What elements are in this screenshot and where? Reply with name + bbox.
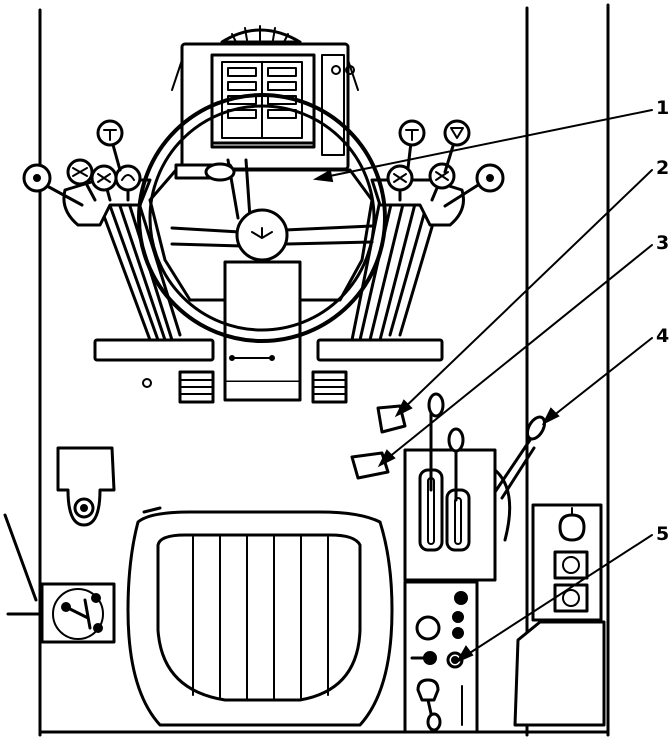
- lever-knob-right-1: [475, 163, 505, 193]
- callout-3: 3: [656, 232, 669, 254]
- leader-2: [394, 169, 653, 418]
- steering-console: [148, 168, 374, 402]
- lever-knob-left-3: [90, 164, 118, 192]
- floor-pedals: [93, 338, 444, 404]
- gauge-cluster-right: [267, 67, 297, 119]
- floor-pads: [350, 404, 407, 480]
- callout-1: 1: [656, 97, 669, 119]
- right-side-cabinet: [513, 503, 606, 727]
- lever-knob-right-4: [398, 119, 426, 147]
- lever-knob-left-1: [22, 163, 52, 193]
- right-control-levers: [350, 119, 505, 342]
- leader-3: [377, 244, 653, 468]
- callout-leaders: [312, 109, 653, 664]
- steering-wheel: [137, 93, 387, 343]
- leader-5: [455, 534, 653, 664]
- leader-1: [312, 109, 653, 183]
- parking-brake-lever: [493, 415, 547, 500]
- callout-numbers: 1 2 3 4 5: [656, 97, 669, 545]
- lever-knob-left-5: [96, 119, 124, 147]
- instrument-panel: [171, 25, 359, 171]
- lever-knob-left-2: [66, 158, 94, 186]
- seat-cushion-ribs: [192, 535, 329, 701]
- cab-frame: [3, 3, 610, 737]
- lever-knob-left-4: [114, 164, 142, 192]
- left-wall-bracket: [56, 446, 116, 527]
- lever-knob-right-3: [386, 164, 414, 192]
- leader-4: [541, 337, 653, 426]
- left-switch-plate: [40, 582, 116, 644]
- floor-pad-lower: [350, 451, 390, 480]
- lever-knob-right-2: [428, 162, 456, 190]
- left-control-levers: [22, 119, 182, 342]
- operator-seat: [126, 506, 394, 727]
- lever-knob-right-5: [443, 119, 471, 147]
- shift-console: [403, 392, 512, 582]
- callout-4: 4: [656, 325, 669, 347]
- callout-5: 5: [656, 523, 669, 545]
- callout-2: 2: [656, 157, 669, 179]
